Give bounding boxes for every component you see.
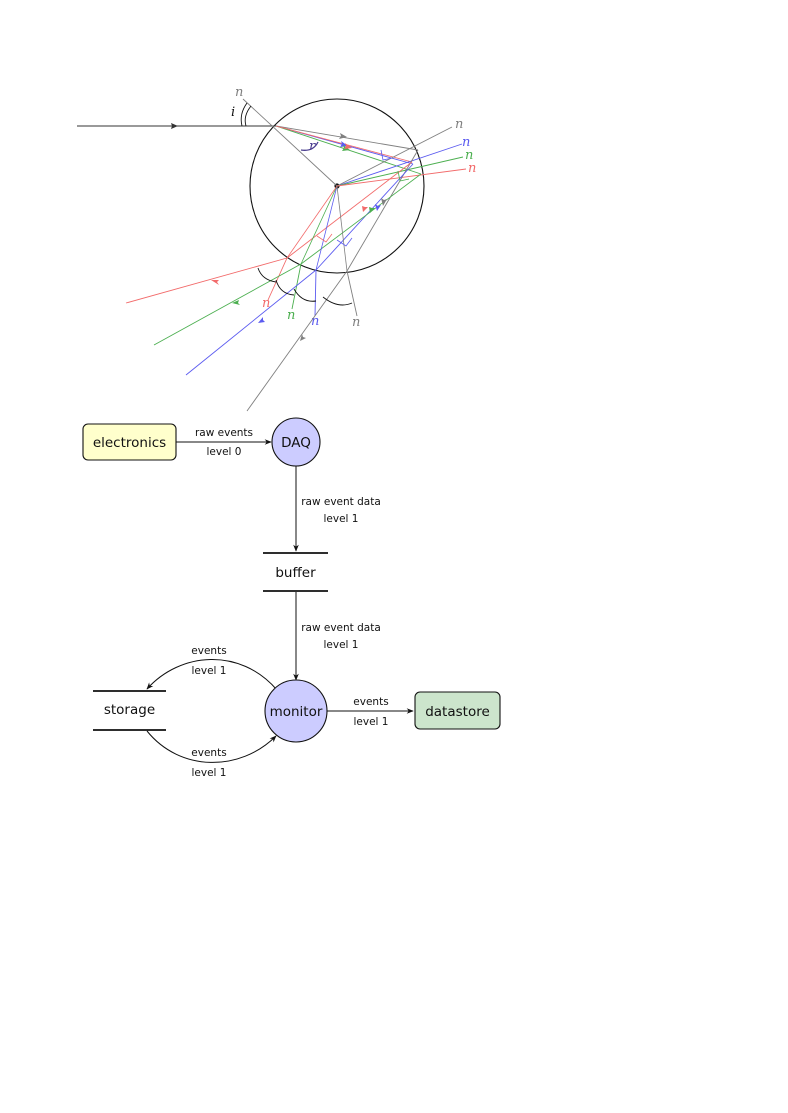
red-ray-exit: [125, 257, 288, 304]
normal-label: n: [262, 296, 270, 311]
exit-normal-green: [291, 263, 302, 310]
back-normal-blue: [336, 143, 463, 187]
incidence-angle-arc: [244, 105, 252, 127]
edge-monitor-storage-top: events: [191, 645, 226, 657]
edge-storage-monitor-top: events: [191, 747, 226, 759]
radial-line-blue: [315, 185, 338, 271]
monitor-node: [264, 679, 328, 743]
normal-label: n: [468, 161, 476, 176]
red-ray-exit-arrow: [211, 280, 219, 285]
blue-ray-exit: [185, 269, 317, 376]
edge-monitor-datastore-top: events: [353, 696, 388, 708]
edge-buffer-monitor-top: raw event data: [301, 622, 381, 634]
edge-daq-buffer-top: raw event data: [301, 496, 381, 508]
edge-monitor-storage: [146, 659, 278, 691]
radial-line-grey: [336, 185, 348, 272]
red-ray-inside-arrow: [344, 143, 352, 149]
internal-angle-mark-4: [336, 237, 353, 247]
edge-daq-buffer-bottom: level 1: [324, 513, 359, 525]
storage-node-label: storage: [104, 702, 155, 718]
blue-ray-exit-arrow: [258, 317, 265, 323]
red-ray-inside-arrow-2: [362, 206, 368, 212]
edge-storage-monitor: [146, 730, 277, 763]
exit-angle-arc-grey: [322, 296, 353, 306]
radial-line-green: [300, 185, 338, 265]
green-ray-inside-2: [300, 173, 422, 265]
edge-buffer-monitor-bottom: level 1: [324, 639, 359, 651]
grey-ray-exit-arrow: [300, 334, 306, 341]
grey-ray-inside-2: [346, 149, 419, 272]
normal-label: n: [465, 148, 473, 163]
grey-ray-inside-arrow-2: [381, 198, 387, 206]
normal-label: n: [455, 117, 463, 132]
green-ray-inside-arrow-2: [369, 207, 375, 213]
exit-angle-arc-blue: [293, 288, 317, 302]
normal-label: n: [352, 315, 360, 330]
datastore-node: [414, 691, 501, 730]
flow-diagram: raw events level 0 raw event data level …: [82, 417, 501, 779]
datastore-node-label: datastore: [425, 704, 490, 720]
raindrop-circle: [249, 98, 425, 274]
internal-angle-mark-1: [380, 149, 393, 161]
incidence-angle-label: i: [231, 105, 235, 120]
internal-angle-mark-2: [397, 170, 410, 182]
exit-normal-blue: [314, 269, 317, 317]
refraction-angle-arc: [300, 141, 319, 151]
entry-normal-line: [242, 98, 338, 187]
raindrop-diagram: n i r n n n n: [77, 85, 476, 412]
electronics-node-label: electronics: [93, 435, 166, 451]
edge-monitor-storage-bottom: level 1: [192, 665, 227, 677]
back-normal-grey: [336, 126, 453, 187]
incidence-angle-arc-outer: [240, 102, 248, 127]
red-ray-inside-2: [286, 161, 413, 259]
monitor-node-label: monitor: [270, 704, 323, 720]
edge-electronics-daq-top: raw events: [195, 427, 253, 439]
green-ray-exit-arrow: [232, 300, 240, 305]
refraction-angle-label: r: [309, 139, 316, 154]
grey-ray-exit: [246, 270, 348, 412]
normal-label: n: [287, 308, 295, 323]
exit-normal-red: [267, 257, 288, 301]
edge-storage-monitor-bottom: level 1: [192, 767, 227, 779]
exit-normal-grey: [346, 270, 358, 317]
green-ray-exit: [153, 263, 302, 346]
radial-line-red: [286, 185, 338, 259]
buffer-node-label: buffer: [275, 565, 316, 581]
internal-angle-mark-3: [316, 233, 333, 243]
normal-label: n: [235, 85, 243, 100]
normal-label: n: [462, 135, 470, 150]
grey-ray-inside-arrow: [339, 133, 347, 139]
grey-ray-inside-1: [275, 125, 419, 151]
exit-angle-arc-green: [275, 279, 295, 296]
exit-angle-arc-red: [257, 267, 277, 283]
blue-ray-inside-arrow-2: [375, 204, 381, 211]
daq-node-label: DAQ: [281, 435, 311, 451]
electronics-node: [82, 423, 177, 461]
edge-electronics-daq-bottom: level 0: [207, 446, 242, 458]
incident-ray-arrowhead: [171, 123, 178, 129]
daq-node: [271, 417, 321, 467]
blue-ray-inside-2: [315, 163, 414, 271]
normal-label: n: [311, 314, 319, 329]
edge-monitor-datastore-bottom: level 1: [354, 716, 389, 728]
